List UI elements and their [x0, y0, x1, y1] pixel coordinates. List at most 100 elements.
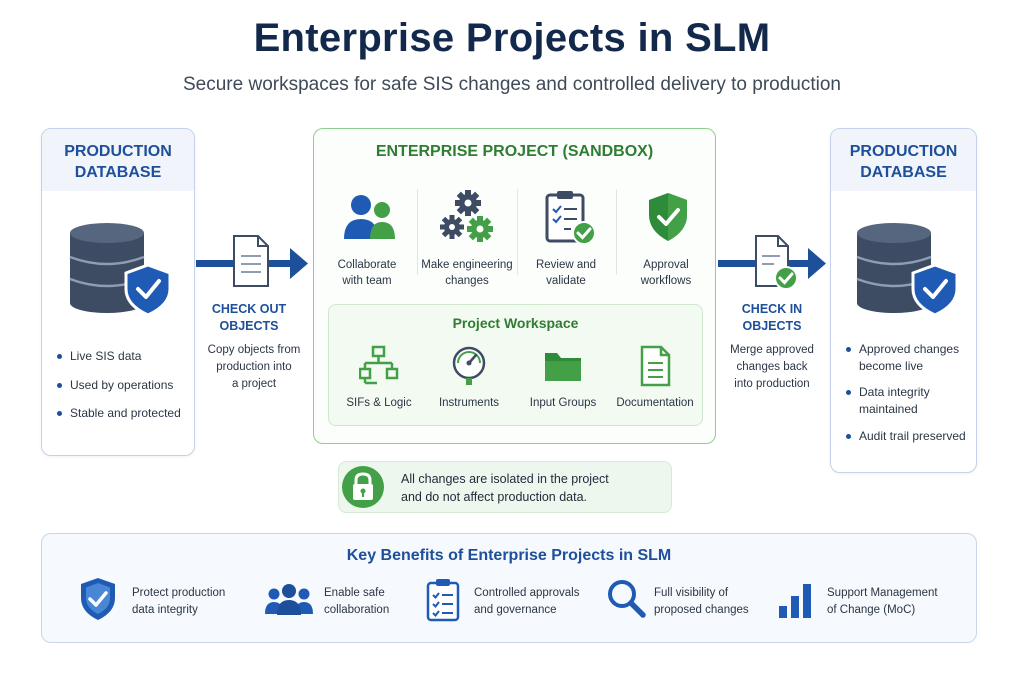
right-database-heading: PRODUCTION DATABASE	[831, 129, 976, 191]
step-label-line1: Make engineering	[421, 259, 513, 271]
key-benefits-panel: Key Benefits of Enterprise Projects in S…	[41, 533, 977, 643]
benefits-title: Key Benefits of Enterprise Projects in S…	[346, 547, 672, 564]
checkin-arrow	[718, 235, 826, 290]
isolation-text: All changes are isolated in the project …	[401, 470, 609, 506]
people-icon	[265, 584, 313, 615]
left-database-title-line1: PRODUCTION	[64, 143, 172, 160]
checklist-icon	[426, 579, 460, 622]
divider	[417, 189, 418, 275]
checkout-label-line1: CHECK OUT	[211, 302, 287, 316]
divider	[517, 189, 518, 275]
benefit-protect: Protect production data integrity	[132, 585, 225, 619]
checkout-arrow	[196, 235, 308, 287]
isolation-line1: All changes are isolated in the project	[401, 472, 609, 486]
sandbox-title: ENTERPRISE PROJECT (SANDBOX)	[375, 143, 654, 160]
step-label-line1: Approval	[643, 259, 689, 271]
workspace-item-sifs: SIFs & Logic	[346, 397, 412, 409]
team-icon	[344, 195, 395, 239]
page-subtitle: Secure workspaces for safe SIS changes a…	[183, 74, 841, 95]
gears-icon	[440, 190, 493, 242]
checkout-label-line2: OBJECTS	[219, 319, 279, 333]
bullet-line1: Audit trail preserved	[859, 429, 966, 443]
benefit-line1: Support Management	[827, 587, 938, 599]
shield-check-icon	[81, 578, 115, 620]
right-database-title-line2: DATABASE	[860, 164, 947, 181]
list-item: Live SIS data	[56, 349, 142, 363]
isolation-line2: and do not affect production data.	[401, 490, 588, 504]
step-approval-workflows: Approval workflows	[614, 257, 718, 289]
bar-chart-icon	[779, 584, 811, 618]
magnifier-icon	[608, 580, 646, 618]
divider	[616, 189, 617, 275]
checkin-label-line2: OBJECTS	[742, 319, 802, 333]
page-title: Enterprise Projects in SLM	[253, 16, 771, 60]
step-label-line1: Collaborate	[337, 259, 397, 271]
checkin-desc-line3: into production	[734, 378, 810, 390]
benefit-visibility: Full visibility of proposed changes	[654, 585, 749, 619]
benefit-line2: data integrity	[132, 604, 198, 616]
lock-icon	[342, 466, 384, 508]
benefit-collaboration: Enable safe collaboration	[324, 585, 389, 619]
document-icon	[233, 235, 269, 287]
checkout-description: Copy objects from production into a proj…	[196, 342, 312, 393]
left-production-database-panel: PRODUCTION DATABASE Live SIS data Used b…	[41, 128, 195, 456]
bullet-line2: maintained	[859, 402, 918, 416]
workspace-item-instruments: Instruments	[438, 397, 500, 409]
step-label-line2: validate	[546, 275, 586, 287]
shield-check-icon	[649, 193, 687, 241]
shield-check-icon	[124, 263, 172, 317]
step-label-line2: workflows	[640, 275, 692, 287]
database-icon	[69, 223, 145, 313]
benefit-line1: Full visibility of	[654, 587, 729, 599]
bullet-line1: Approved changes	[859, 342, 960, 356]
left-database-title-line2: DATABASE	[74, 164, 162, 181]
step-label-line2: changes	[445, 275, 489, 287]
right-production-database-panel: PRODUCTION DATABASE Approved changes bec…	[830, 128, 977, 473]
checkout-desc-line3: a project	[231, 378, 277, 390]
list-item: Data integrity maintained	[846, 384, 930, 418]
step-label-line1: Review and	[535, 259, 597, 271]
step-engineering-changes: Make engineering changes	[414, 257, 520, 289]
checkin-description: Merge approved changes back into product…	[714, 342, 830, 393]
gauge-icon	[452, 346, 486, 385]
project-workspace: Project Workspace SIFs & Logic Instrumen	[328, 304, 703, 426]
document-icon	[640, 345, 671, 387]
workspace-title: Project Workspace	[452, 315, 579, 331]
step-label-line2: with team	[342, 275, 392, 287]
list-item: Approved changes become live	[845, 341, 960, 375]
list-item: Audit trail preserved	[846, 428, 966, 445]
benefit-line1: Controlled approvals	[474, 587, 580, 599]
enterprise-project-sandbox: ENTERPRISE PROJECT (SANDBOX) Collaborate…	[313, 128, 716, 444]
checkin-desc-line2: changes back	[736, 361, 808, 373]
checkin-desc-line1: Merge approved	[730, 344, 814, 356]
benefit-moc: Support Management of Change (MoC)	[827, 585, 938, 619]
checkin-label: CHECK IN OBJECTS	[718, 301, 826, 335]
clipboard-check-icon	[545, 191, 596, 245]
benefit-line1: Protect production	[132, 587, 226, 599]
benefit-line2: collaboration	[324, 604, 390, 616]
isolation-note: All changes are isolated in the project …	[338, 461, 672, 513]
benefit-line2: and governance	[474, 604, 557, 616]
checkout-desc-line2: production into	[216, 361, 292, 373]
right-database-title-line1: PRODUCTION	[849, 143, 958, 160]
benefit-approvals: Controlled approvals and governance	[474, 585, 579, 619]
benefit-line2: proposed changes	[654, 604, 749, 616]
checkin-label-line1: CHECK IN	[741, 302, 803, 316]
shield-check-icon	[911, 263, 959, 317]
workspace-item-documentation: Documentation	[616, 397, 694, 409]
bullet-line1: Data integrity	[859, 385, 930, 399]
workspace-item-input-groups: Input Groups	[529, 397, 597, 409]
checkout-desc-line1: Copy objects from	[207, 344, 301, 356]
database-shield-icon	[69, 223, 172, 317]
list-item: Stable and protected	[57, 406, 181, 420]
list-item: Used by operations	[56, 378, 174, 392]
hierarchy-icon	[359, 345, 399, 385]
step-review-validate: Review and validate	[514, 257, 618, 289]
folder-icon	[545, 353, 581, 381]
checkout-label: CHECK OUT OBJECTS	[196, 301, 302, 335]
left-database-heading: PRODUCTION DATABASE	[42, 129, 194, 191]
benefit-line1: Enable safe	[324, 587, 385, 599]
step-collaborate: Collaborate with team	[314, 257, 420, 289]
database-shield-icon	[856, 223, 959, 317]
bullet-line2: become live	[859, 359, 924, 373]
